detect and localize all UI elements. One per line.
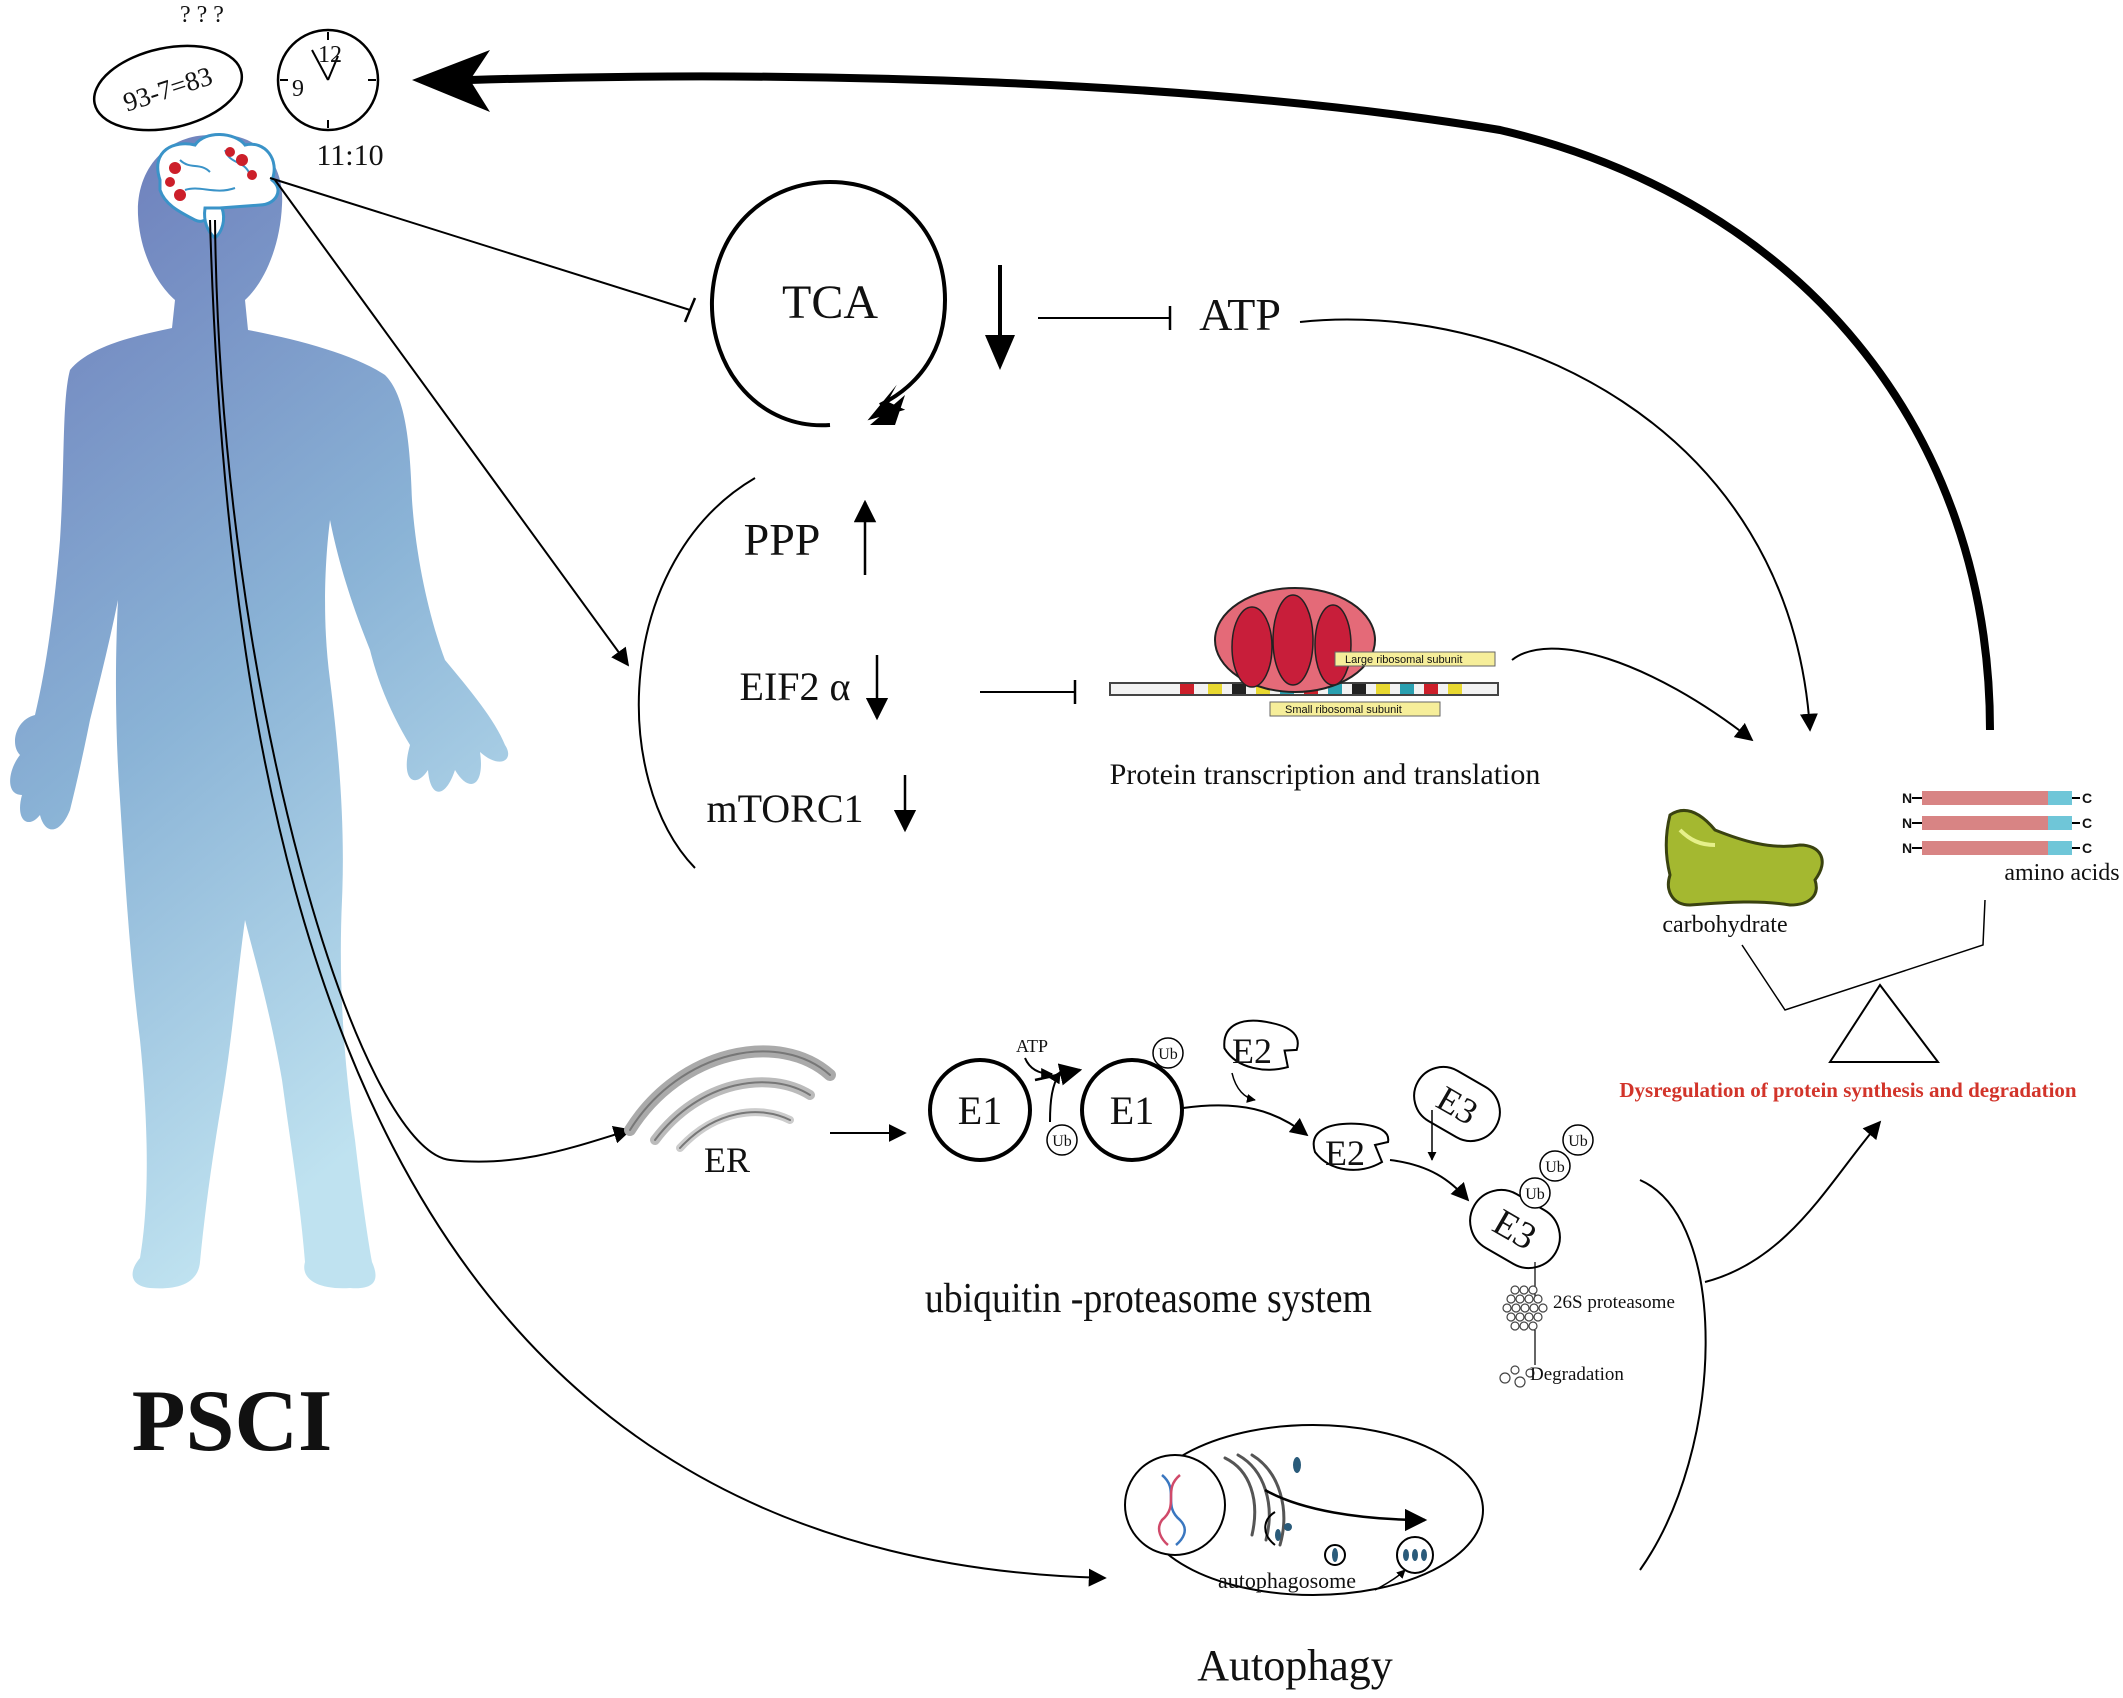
question-marks: ? ? ? xyxy=(180,2,224,28)
carbohydrate-icon xyxy=(1664,809,1824,907)
ub-label: Ub xyxy=(1158,1046,1178,1063)
ub-label: Ub xyxy=(1052,1133,1072,1150)
atp-input-label: ATP xyxy=(1016,1036,1048,1056)
translation-caption: Protein transcription and translation xyxy=(1110,758,1541,791)
large-subunit-label: Large ribosomal subunit xyxy=(1345,654,1462,666)
vesicle-icon xyxy=(1293,1457,1301,1473)
c-terminus-label: C xyxy=(2082,840,2092,856)
degradation-fragments-icon xyxy=(1499,1365,1535,1388)
feedback-arrow xyxy=(469,72,1994,731)
atp-to-e1-arrow xyxy=(1024,1057,1054,1080)
clock-twelve: 12 xyxy=(318,42,342,68)
autophagy-progression-arrow xyxy=(1264,1488,1428,1532)
clock-time: 11:10 xyxy=(316,139,383,172)
e2-entry-arrow xyxy=(1231,1072,1256,1103)
brain-to-eif2-arrow xyxy=(274,179,630,667)
atp-to-balance-arrow xyxy=(1299,318,1818,732)
degradation-label: Degradation xyxy=(1530,1364,1624,1385)
e2-label: E2 xyxy=(1325,1133,1365,1173)
proteasome-icon xyxy=(1502,1285,1548,1331)
amino-acids-label: amino acids xyxy=(2004,860,2119,886)
ub-label: Ub xyxy=(1545,1159,1565,1176)
tca-cycle: TCA xyxy=(709,179,948,428)
ub-label: Ub xyxy=(1568,1133,1588,1150)
arithmetic-test: 93-7=83 xyxy=(92,44,244,132)
translation-to-balance-arrow xyxy=(1511,647,1754,742)
e1-label: E1 xyxy=(1110,1088,1154,1133)
brain-lesion-marks xyxy=(165,147,257,201)
brain-to-er-arrow xyxy=(214,219,632,1163)
er-label: ER xyxy=(704,1140,750,1180)
balance-scale xyxy=(1741,899,1986,1063)
autophagosome-label: autophagosome xyxy=(1218,1568,1356,1593)
pathway-bracket xyxy=(637,477,756,869)
ub-to-e1-arrow xyxy=(1049,1070,1061,1123)
c-terminus-label: C xyxy=(2082,815,2092,831)
e2-to-e3-arrow xyxy=(1389,1159,1470,1202)
dysregulation-label: Dysregulation of protein synthesis and d… xyxy=(1619,1078,2077,1102)
ups-caption: ubiquitin -proteasome system xyxy=(925,1274,1372,1321)
brain-icon xyxy=(156,133,280,240)
clock-icon: 12 9 xyxy=(276,28,380,132)
e2-enzyme-bound: E2 xyxy=(1312,1122,1390,1173)
e1-label: E1 xyxy=(958,1088,1002,1133)
n-terminus-label: N xyxy=(1902,790,1912,806)
ub-label: Ub xyxy=(1525,1186,1545,1203)
atp-label: ATP xyxy=(1199,289,1281,340)
c-terminus-label: C xyxy=(2082,790,2092,806)
clock-nine: 9 xyxy=(292,76,304,102)
carbohydrate-label: carbohydrate xyxy=(1662,912,1787,938)
brain-to-autophagy-arrow xyxy=(209,219,1107,1587)
ppp-label: PPP xyxy=(744,514,821,565)
eif2a-label: EIF2 α xyxy=(740,664,851,709)
dna-icon xyxy=(1157,1474,1186,1546)
mtorc1-label: mTORC1 xyxy=(706,786,863,831)
polyubiquitin-chain: Ub Ub Ub xyxy=(1519,1124,1594,1209)
e1-to-e2-arrow xyxy=(1182,1104,1309,1137)
amino-acid-chains: N C N C N C xyxy=(1902,790,2092,856)
ubiquitin-tag: Ub xyxy=(1046,1124,1078,1156)
e2-label: E2 xyxy=(1232,1031,1272,1071)
e1-enzyme: E1 xyxy=(928,1058,1032,1162)
autophagy-caption: Autophagy xyxy=(1197,1641,1393,1690)
phagophore-icon xyxy=(1264,1511,1292,1546)
thought-bubble xyxy=(92,44,244,132)
feedback-arrowhead xyxy=(412,50,490,112)
degradation-to-balance-arrow xyxy=(1704,1120,1882,1283)
e2-enzyme-free: E2 xyxy=(1223,1019,1299,1071)
nucleus xyxy=(1124,1454,1226,1556)
human-silhouette xyxy=(10,134,509,1289)
tca-label: TCA xyxy=(782,276,878,329)
forming-autophagosome-icon xyxy=(1324,1544,1346,1566)
n-terminus-label: N xyxy=(1902,840,1912,856)
e3-enzyme-bound: E3 xyxy=(1469,1189,1561,1269)
small-subunit-label: Small ribosomal subunit xyxy=(1285,704,1402,716)
er-icon xyxy=(624,1045,836,1152)
e3-enzyme-free: E3 xyxy=(1413,1066,1501,1142)
e1-ub-enzyme: E1 Ub xyxy=(1080,1037,1184,1162)
n-terminus-label: N xyxy=(1902,815,1912,831)
degradation-bracket xyxy=(1639,1179,1707,1571)
brain-to-tca-inhibition xyxy=(269,177,691,311)
psci-label: PSCI xyxy=(132,1373,333,1470)
autophagy-cell: autophagosome xyxy=(1124,1424,1484,1596)
tca-down-arrow xyxy=(985,265,1015,370)
autophagosome-icon xyxy=(1396,1536,1434,1574)
ribosome-icon: Large ribosomal subunit Small ribosomal … xyxy=(1109,587,1499,717)
proteasome-label: 26S proteasome xyxy=(1553,1292,1675,1313)
autophagosome-maturation-arrow xyxy=(1374,1569,1406,1591)
